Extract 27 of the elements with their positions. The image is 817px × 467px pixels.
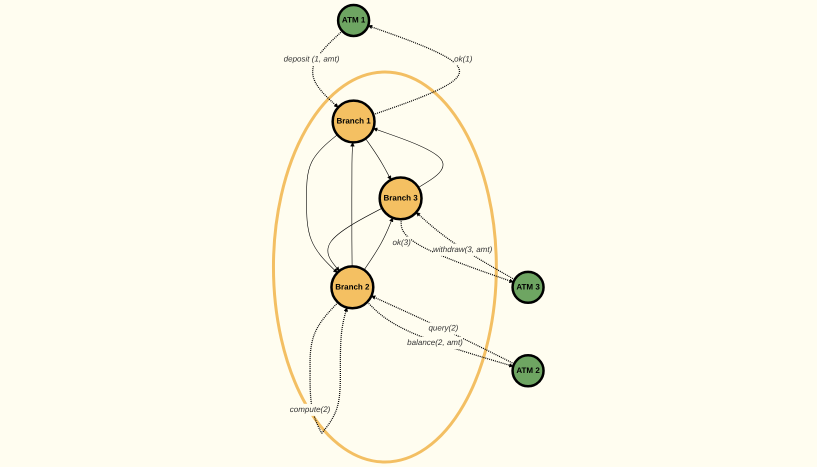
edge-label: ok(1): [454, 55, 472, 64]
node-circle: Branch 2: [330, 265, 375, 310]
arrow: [309, 302, 348, 434]
arrow: [371, 296, 514, 364]
cluster: [272, 70, 498, 464]
arrow: [400, 219, 514, 283]
arrow: [306, 134, 338, 273]
edge-label: ok(3): [392, 238, 411, 247]
arrow: [373, 128, 444, 188]
node-circle: Branch 1: [331, 99, 376, 144]
arrow: [365, 138, 392, 180]
edge-label: compute(2): [290, 405, 330, 414]
edge-label: balance(2, amt): [407, 338, 463, 348]
arrow: [366, 302, 514, 368]
arrow: [312, 30, 343, 108]
arrow: [328, 208, 382, 272]
arrow: [350, 142, 355, 267]
arrow: [416, 212, 515, 280]
arrow: [364, 218, 394, 270]
arrow: [368, 24, 460, 116]
edge-label: withdraw(3, amt): [432, 245, 492, 254]
edge-label: query(2): [428, 324, 458, 333]
node-circle: Branch 3: [378, 176, 423, 221]
node-circle: ATM 3: [511, 270, 545, 304]
node-circle: ATM 2: [511, 354, 545, 388]
edge-label: deposit (1, amt): [284, 55, 340, 64]
node-circle: ATM 1: [336, 4, 370, 38]
